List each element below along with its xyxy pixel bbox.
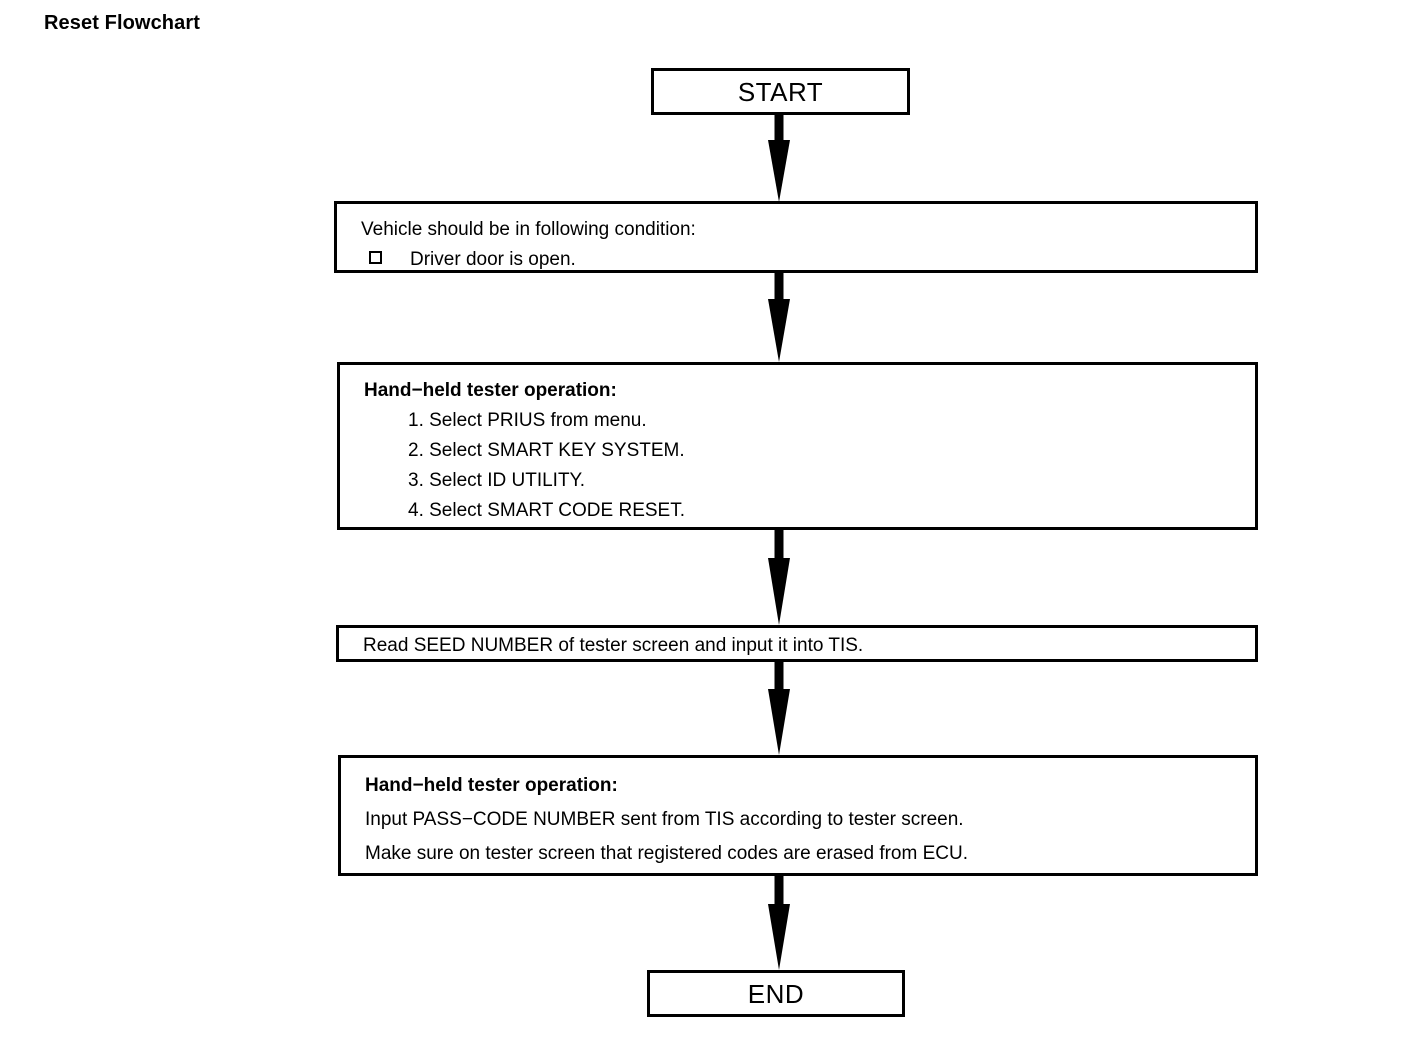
- condition-heading: Vehicle should be in following condition…: [361, 219, 696, 240]
- flow-arrow-condition-to-tester-operation-1: [762, 273, 796, 362]
- flow-node-read-seed: Read SEED NUMBER of tester screen and in…: [336, 625, 1258, 662]
- flow-node-tester-operation-2: Hand−held tester operation: Input PASS−C…: [338, 755, 1258, 876]
- tester-operation-1-heading: Hand−held tester operation:: [364, 380, 617, 401]
- tester-operation-2-line-2: Make sure on tester screen that register…: [365, 843, 968, 864]
- flow-node-end: END: [647, 970, 905, 1017]
- flow-node-start-label: START: [737, 76, 824, 107]
- flow-arrow-tester-operation-2-to-end: [762, 876, 796, 970]
- flow-arrow-tester-operation-1-to-read-seed: [762, 530, 796, 625]
- flow-arrow-start-to-condition: [762, 114, 796, 202]
- flow-node-tester-operation-1: Hand−held tester operation: 1. Select PR…: [337, 362, 1258, 530]
- condition-bullet-text: Driver door is open.: [410, 249, 576, 270]
- condition-bullet-row: Driver door is open.: [361, 245, 1245, 275]
- tester-operation-1-step-2: 2. Select SMART KEY SYSTEM.: [408, 440, 685, 461]
- checkbox-square-icon: [369, 251, 382, 264]
- page-title: Reset Flowchart: [44, 12, 200, 34]
- tester-operation-1-step-3: 3. Select ID UTILITY.: [408, 470, 586, 491]
- tester-operation-2-line-1: Input PASS−CODE NUMBER sent from TIS acc…: [365, 809, 964, 830]
- flow-node-condition: Vehicle should be in following condition…: [334, 201, 1258, 273]
- tester-operation-1-step-1: 1. Select PRIUS from menu.: [408, 410, 647, 431]
- read-seed-text: Read SEED NUMBER of tester screen and in…: [363, 635, 864, 656]
- flow-arrow-read-seed-to-tester-operation-2: [762, 662, 796, 755]
- flow-node-end-label: END: [747, 978, 805, 1009]
- flow-node-start: START: [651, 68, 910, 115]
- tester-operation-1-step-4: 4. Select SMART CODE RESET.: [408, 500, 685, 521]
- tester-operation-2-heading: Hand−held tester operation:: [365, 775, 618, 796]
